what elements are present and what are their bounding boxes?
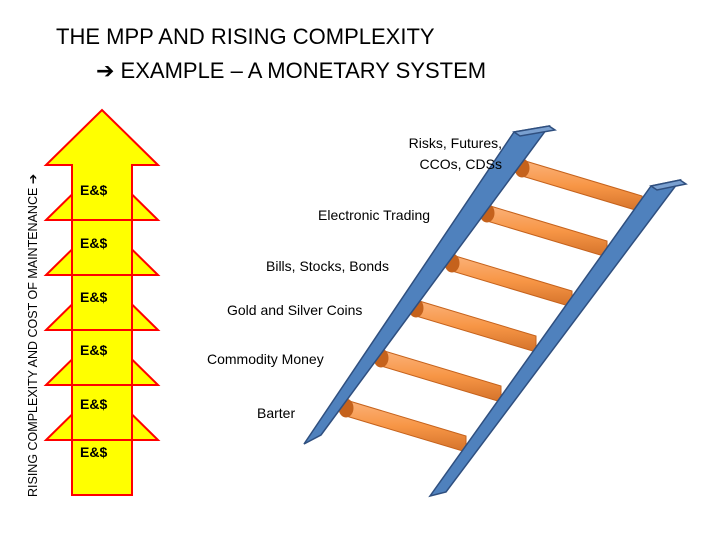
title-line-2: ➔ EXAMPLE – A MONETARY SYSTEM bbox=[96, 58, 487, 83]
arrow-label-2: E&$ bbox=[80, 235, 108, 251]
arrow-label-1: E&$ bbox=[80, 182, 108, 198]
arrow-label-6: E&$ bbox=[80, 444, 108, 460]
title-line-1: THE MPP AND RISING COMPLEXITY bbox=[56, 24, 435, 49]
arrow-label-3: E&$ bbox=[80, 289, 108, 305]
ladder-rails bbox=[303, 124, 688, 498]
rung-5 bbox=[373, 348, 502, 403]
rung-1 bbox=[514, 158, 643, 213]
rung-label-1-line-2: CCOs, CDSs bbox=[419, 156, 502, 172]
rung-label-5: Commodity Money bbox=[207, 351, 324, 367]
rung-label-1-line-1: Risks, Futures, bbox=[408, 135, 502, 151]
arrow-label-4: E&$ bbox=[80, 342, 108, 358]
rung-label-3: Bills, Stocks, Bonds bbox=[266, 258, 389, 274]
arrow-stack bbox=[43, 108, 161, 496]
rung-3 bbox=[444, 253, 573, 308]
arrow-label-5: E&$ bbox=[80, 396, 108, 412]
left-rail-top bbox=[512, 125, 557, 137]
ladder-rungs bbox=[338, 158, 643, 453]
up-arrow-1 bbox=[43, 108, 161, 221]
rung-6 bbox=[338, 398, 467, 453]
right-rail-top bbox=[649, 179, 688, 191]
rung-label-2: Electronic Trading bbox=[318, 207, 431, 223]
rung-label-4: Gold and Silver Coins bbox=[227, 302, 363, 318]
rung-2 bbox=[479, 203, 608, 258]
rung-label-6: Barter bbox=[257, 405, 296, 421]
rung-4 bbox=[408, 298, 537, 353]
